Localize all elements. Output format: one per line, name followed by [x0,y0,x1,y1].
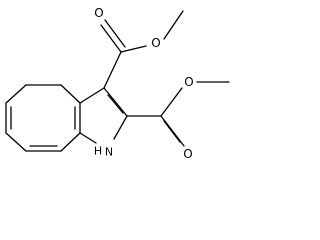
bond-c2-ether [160,87,183,117]
bond-c3-carbonyl-o [100,24,122,53]
bond-pyrrole-c3a-c3 [79,87,105,104]
bond-benzene-3 [5,132,27,152]
bond-benzene-5 [60,132,81,152]
bond-pyrrole-inner [107,94,124,114]
bond-benzene-1 [5,84,27,104]
bond-c2-carbonyl-o [160,115,185,147]
bond-c2-carbonyl-o-double [163,120,181,143]
atom-o-ester3-ether: O [151,36,160,50]
atom-n-nh: N [105,146,113,159]
bond-c3-ether [120,45,147,53]
bond-pyrrole-c3-c2 [103,87,128,117]
atom-h-nh: H [94,145,102,158]
atom-o-ester2-carbonyl: O [183,147,192,161]
bond-c3-carbonyl-carbon [103,51,122,89]
bond-benzene-7 [60,84,81,104]
bond-pyrrole-c2-n1 [113,115,128,140]
bond-c3-carbonyl-o-double [104,19,126,48]
bond-c3-methyl [163,10,184,40]
atom-o-ester3-carbonyl: O [94,6,103,20]
atom-o-ester2-ether: O [184,75,193,89]
dimethyl-indole-2-3-dicarboxylate-structure: O O O O H N [5,6,230,161]
bond-pyrrole-n1-c7a [79,132,97,144]
